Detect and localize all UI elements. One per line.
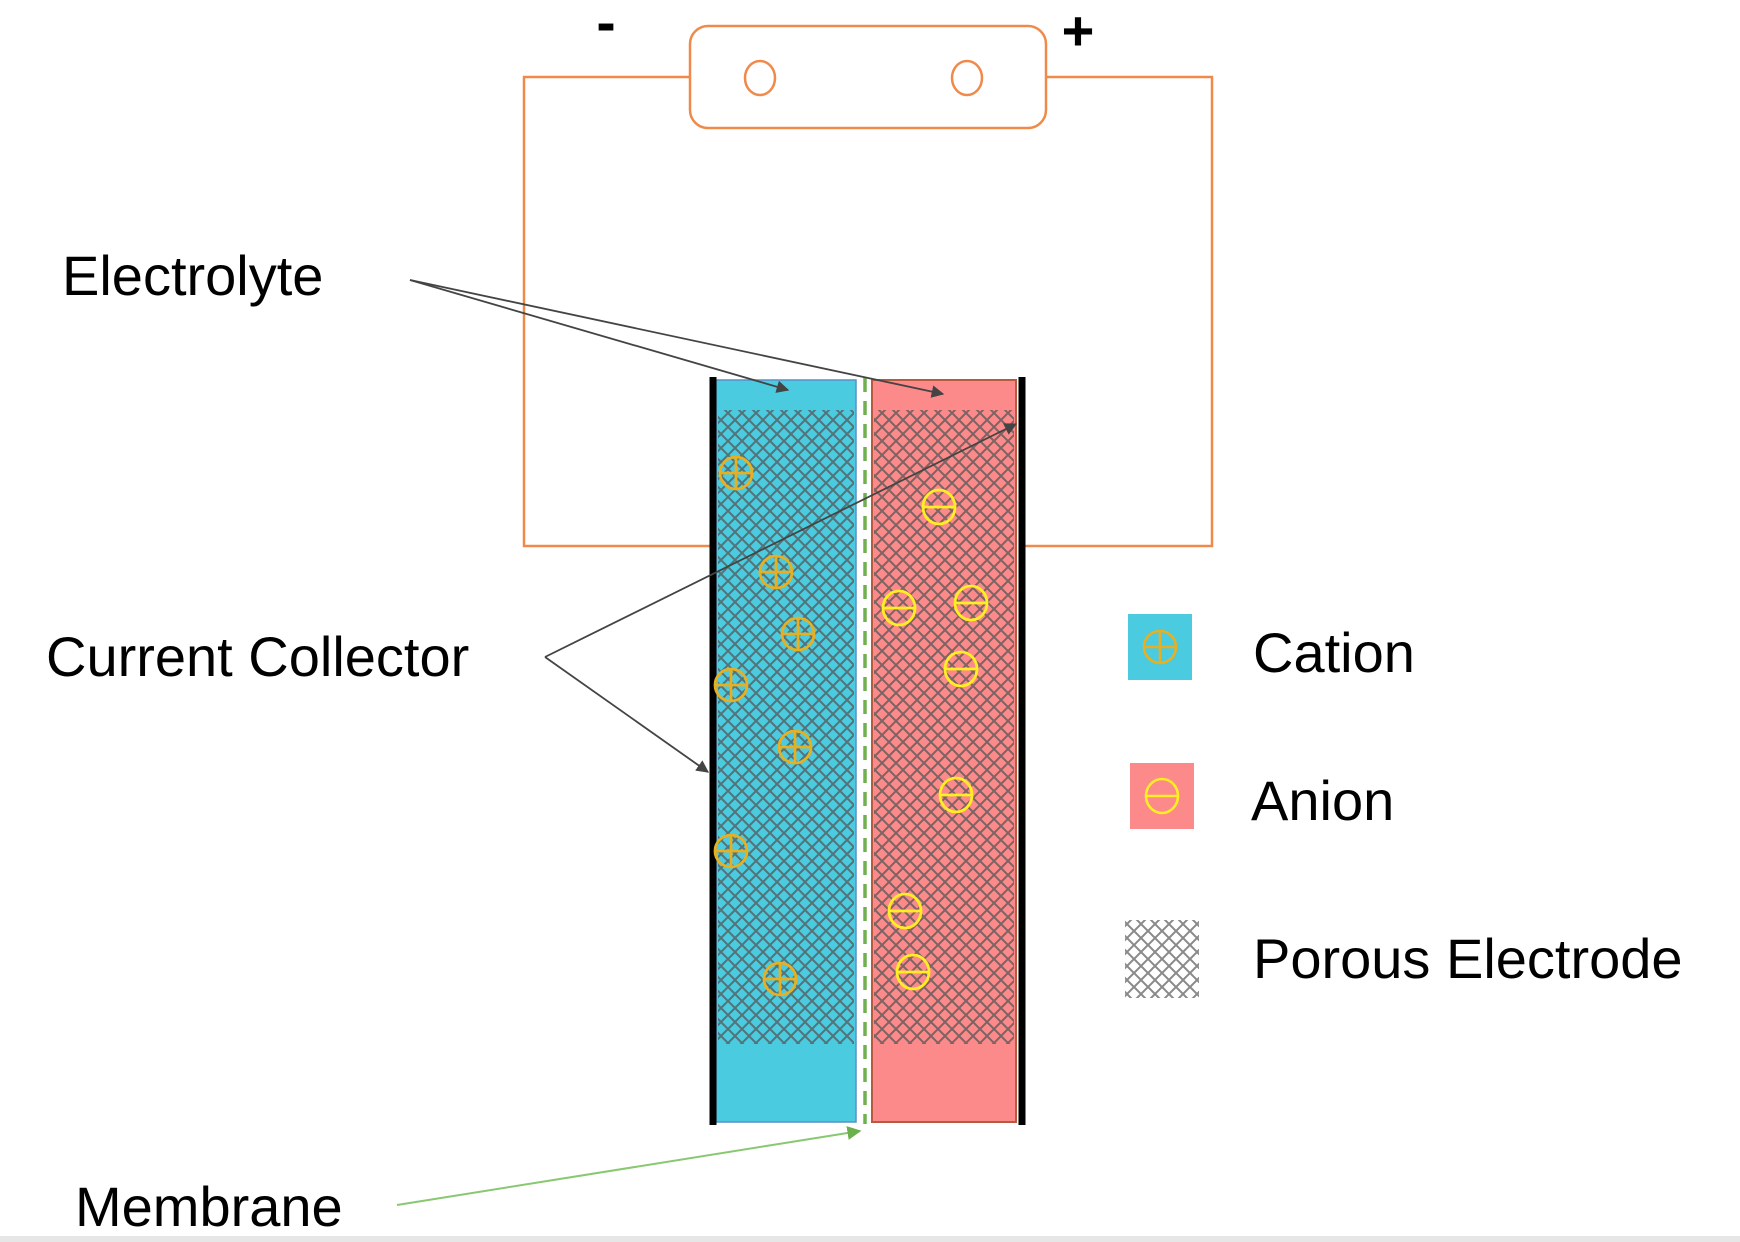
bottom-border xyxy=(0,1236,1740,1242)
legend: Cation Anion Porous Electrode xyxy=(1125,614,1683,998)
anion-icon xyxy=(921,488,957,526)
porous-electrode-icon xyxy=(1125,920,1199,998)
legend-porous-label: Porous Electrode xyxy=(1253,927,1683,990)
electrolyte-leaders xyxy=(409,279,945,398)
negative-electrode-cell xyxy=(715,379,857,1123)
battery: - + xyxy=(596,0,1095,130)
wire-left xyxy=(522,75,712,548)
legend-anion-label: Anion xyxy=(1251,769,1394,832)
battery-body xyxy=(688,24,1048,130)
anion-icon xyxy=(887,892,923,930)
legend-item-anion: Anion xyxy=(1130,763,1394,832)
current-collector-label: Current Collector xyxy=(46,625,469,688)
electrolyte-leader-cation xyxy=(409,279,790,393)
positive-electrode-cell xyxy=(871,379,1017,1123)
battery-terminal-negative xyxy=(743,59,777,97)
cation-icon xyxy=(713,667,749,703)
electrolyte-label: Electrolyte xyxy=(62,244,323,307)
membrane-leader xyxy=(396,1126,862,1206)
anion-icon xyxy=(938,776,974,814)
cation-icon xyxy=(713,833,749,869)
anion-icon xyxy=(953,584,989,622)
collector-leader-negative xyxy=(544,656,710,773)
wire-right xyxy=(1022,75,1214,548)
anion-icon xyxy=(895,953,931,991)
anion-group xyxy=(881,488,989,991)
battery-terminal-positive xyxy=(950,59,984,97)
porous-electrode-negative xyxy=(718,410,854,1044)
cation-icon xyxy=(758,554,794,590)
cation-icon xyxy=(777,729,813,765)
cation-icon xyxy=(762,961,798,997)
anion-icon xyxy=(1144,777,1180,815)
electrolyte-leader-anion xyxy=(409,279,945,398)
membrane-label: Membrane xyxy=(75,1175,343,1238)
legend-cation-label: Cation xyxy=(1253,621,1415,684)
cation-group xyxy=(713,455,816,997)
positive-terminal-sign: + xyxy=(1062,0,1095,62)
collector-leader-positive xyxy=(544,423,1018,658)
legend-item-cation: Cation xyxy=(1128,614,1415,684)
external-circuit xyxy=(522,75,1214,548)
anion-icon xyxy=(943,650,979,688)
cation-icon xyxy=(780,616,816,652)
anion-icon xyxy=(881,589,917,627)
current-collector-leaders xyxy=(544,423,1018,773)
legend-item-porous: Porous Electrode xyxy=(1125,920,1683,998)
cation-icon xyxy=(718,455,754,491)
negative-terminal-sign: - xyxy=(596,0,615,55)
cation-icon xyxy=(1142,629,1178,665)
porous-electrode-positive xyxy=(874,410,1014,1044)
